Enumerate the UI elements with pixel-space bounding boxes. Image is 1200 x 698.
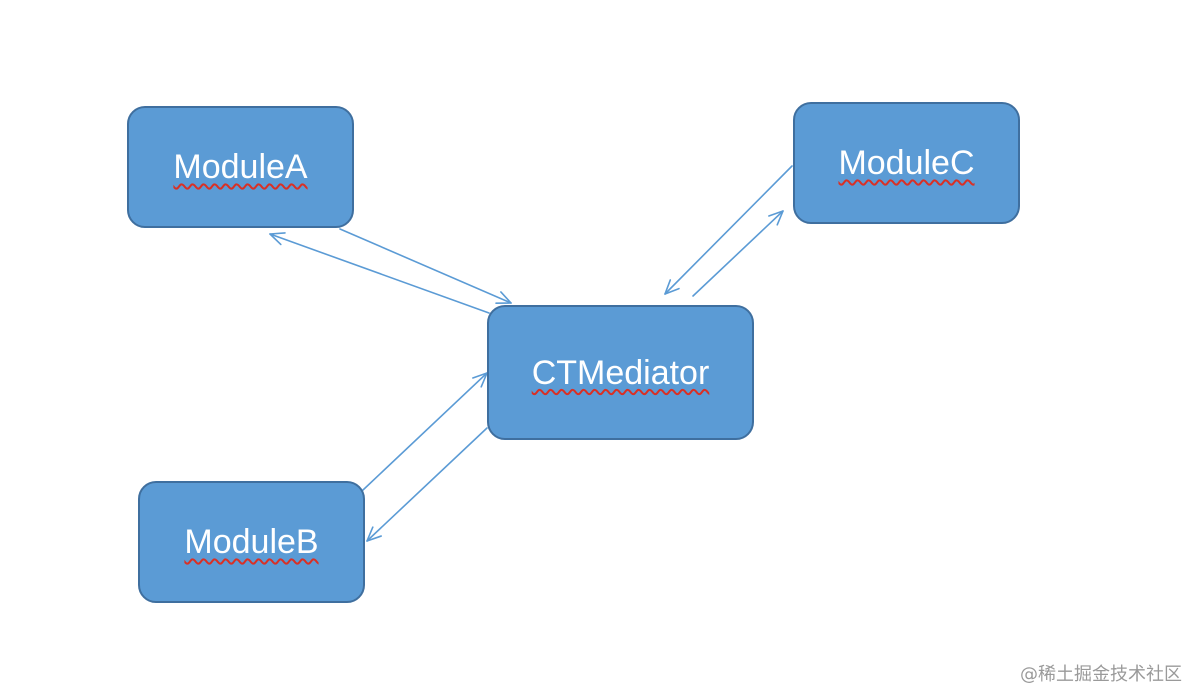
ctmediator-label: CTMediator — [531, 353, 710, 392]
arrow-module_b-to-ctmediator — [362, 372, 488, 491]
arrowhead-ctmediator-to-module_a — [269, 232, 286, 246]
module-b-label: ModuleB — [184, 523, 319, 561]
arrow-module_a-to-ctmediator — [339, 228, 512, 304]
arrow-ctmediator-to-module_c — [692, 210, 784, 297]
ctmediator-box[interactable]: CTMediator — [487, 305, 754, 440]
arrowhead-module_c-to-ctmediator — [664, 279, 680, 295]
module-a-label: ModuleA — [173, 148, 308, 186]
module-c-box[interactable]: ModuleC — [793, 102, 1020, 224]
module-c-label: ModuleC — [838, 144, 975, 182]
module-b-box[interactable]: ModuleB — [138, 481, 365, 603]
arrowhead-ctmediator-to-module_c — [768, 210, 784, 226]
watermark-text: @稀土掘金技术社区 — [1020, 664, 1182, 685]
arrow-ctmediator-to-module_b — [366, 427, 488, 542]
arrowhead-ctmediator-to-module_b — [366, 526, 382, 542]
arrowhead-module_a-to-ctmediator — [495, 291, 512, 304]
arrow-module_c-to-ctmediator — [664, 165, 793, 295]
arrow-ctmediator-to-module_a — [269, 233, 490, 314]
module-a-box[interactable]: ModuleA — [127, 106, 354, 228]
